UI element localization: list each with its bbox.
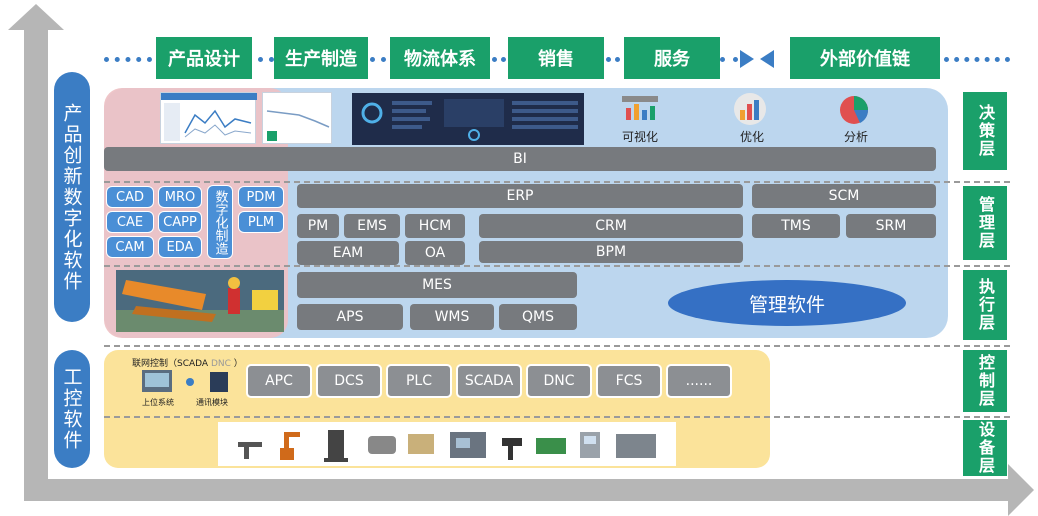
pie-analysis-icon — [834, 92, 878, 126]
dashboard-screenshot — [160, 92, 257, 144]
wms-box: WMS — [410, 304, 494, 330]
tool-digital-manufacturing: 数字化制造 — [207, 185, 233, 259]
networking-control: 联网控制（SCADA DNC ） 上位系统 通讯模块 — [132, 356, 243, 410]
layer-control: 控制层 — [963, 350, 1007, 412]
management-software-oval: 管理软件 — [668, 280, 906, 326]
chain-product-design: 产品设计 — [156, 37, 252, 79]
industrial-devices-icon — [238, 430, 656, 462]
qms-box: QMS — [499, 304, 577, 330]
chain-external-value: 外部价值链 — [790, 37, 940, 79]
host-and-module-icon — [142, 370, 228, 392]
hcm-box: HCM — [405, 214, 465, 238]
product-innovation-software-label: 产品创新数字化软件 — [54, 72, 90, 322]
chain-dotted-line — [720, 57, 738, 62]
chain-dotted-line — [944, 57, 1010, 62]
control-tool-more: ...... — [666, 364, 732, 398]
big-screen-dashboard-icon — [361, 99, 578, 141]
chain-dotted-line — [258, 57, 274, 62]
vertical-axis — [24, 26, 48, 501]
eam-box: EAM — [297, 241, 399, 265]
tool-cae: CAE — [106, 211, 154, 233]
chain-sales: 销售 — [508, 37, 604, 79]
networking-dnc: DNC — [210, 359, 231, 369]
control-tool-plc: PLC — [386, 364, 452, 398]
chain-dotted-line — [606, 57, 620, 62]
optimization-label: 优化 — [739, 130, 764, 144]
optimization-chart-icon — [730, 92, 770, 126]
tool-cam: CAM — [106, 236, 154, 258]
srm-box: SRM — [846, 214, 936, 238]
dashboard-chart-icon — [161, 93, 257, 141]
tool-eda: EDA — [158, 236, 202, 258]
report-screenshot — [262, 92, 332, 144]
layer-separator — [104, 345, 1010, 347]
scm-box: SCM — [752, 184, 936, 208]
layer-decision: 决策层 — [963, 92, 1007, 170]
control-tool-dnc: DNC — [526, 364, 592, 398]
chain-logistics: 物流体系 — [390, 37, 490, 79]
factory-simulation-icon — [116, 277, 284, 332]
chain-arrow-left-icon — [760, 50, 774, 68]
chain-service: 服务 — [624, 37, 720, 79]
tool-plm: PLM — [238, 211, 284, 233]
control-tool-apc: APC — [246, 364, 312, 398]
crm-box: CRM — [479, 214, 743, 238]
networking-close: ） — [233, 359, 243, 369]
tool-capp: CAPP — [158, 211, 202, 233]
comm-module-label: 通讯模块 — [196, 398, 228, 407]
aps-box: APS — [297, 304, 403, 330]
tms-box: TMS — [752, 214, 840, 238]
bpm-box: BPM — [479, 241, 743, 263]
networking-title: 联网控制（SCADA — [132, 359, 209, 369]
layer-separator — [104, 416, 1010, 418]
chain-manufacturing: 生产制造 — [274, 37, 368, 79]
chain-dotted-line — [104, 57, 152, 62]
bi-bar: BI — [104, 147, 936, 171]
control-tool-fcs: FCS — [596, 364, 662, 398]
layer-management: 管理层 — [963, 186, 1007, 260]
industrial-control-software-label: 工控软件 — [54, 350, 90, 468]
chain-dotted-line — [370, 57, 386, 62]
horizontal-axis — [24, 479, 1012, 501]
vertical-axis-arrow — [8, 4, 64, 30]
ems-box: EMS — [344, 214, 400, 238]
mes-box: MES — [297, 272, 577, 298]
control-tool-dcs: DCS — [316, 364, 382, 398]
analysis-label: 分析 — [843, 130, 868, 144]
oa-box: OA — [405, 241, 465, 265]
layer-execution: 执行层 — [963, 270, 1007, 340]
device-strip — [218, 422, 676, 466]
layer-device: 设备层 — [963, 420, 1007, 476]
erp-box: ERP — [297, 184, 743, 208]
visualization-label: 可视化 — [621, 130, 658, 144]
tool-mro: MRO — [158, 186, 202, 208]
host-system-label: 上位系统 — [142, 398, 174, 407]
pm-box: PM — [297, 214, 339, 238]
layer-separator — [104, 265, 1010, 267]
chain-arrow-right-icon — [740, 50, 754, 68]
chain-dotted-line — [492, 57, 506, 62]
visualization-icon — [620, 94, 660, 124]
layer-separator — [104, 181, 1010, 183]
tool-pdm: PDM — [238, 186, 284, 208]
factory-simulation-image — [116, 270, 284, 332]
big-screen-dashboard — [352, 93, 584, 145]
report-chart-icon — [266, 110, 330, 141]
horizontal-axis-arrow — [1008, 464, 1034, 516]
tool-cad: CAD — [106, 186, 154, 208]
control-tool-scada: SCADA — [456, 364, 522, 398]
